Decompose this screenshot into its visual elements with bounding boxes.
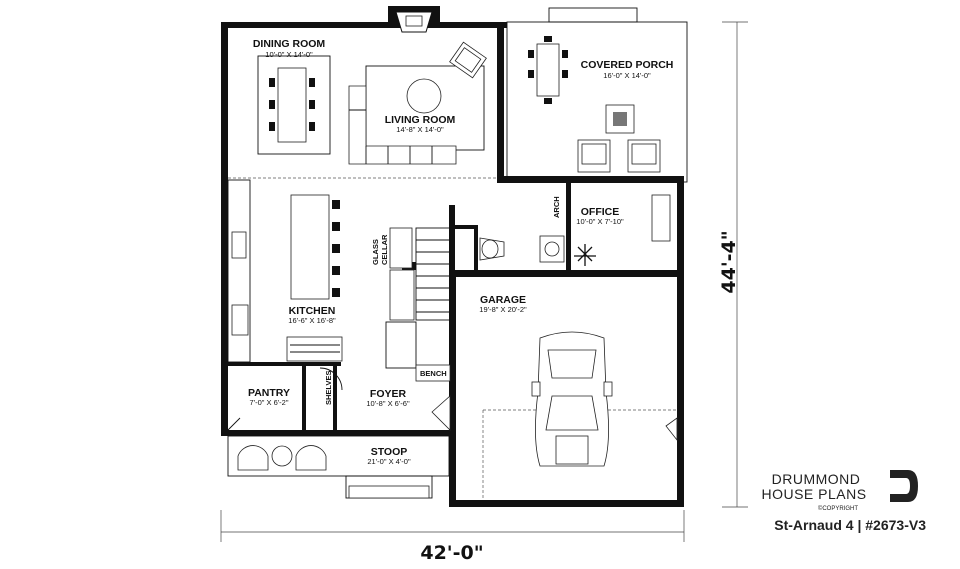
stoop-planters — [227, 435, 450, 499]
glass-label: GLASS — [371, 239, 380, 265]
foyer-dims: 10'-8" X 6'-6" — [366, 399, 410, 408]
office-desk — [574, 194, 671, 266]
dining-room-dims: 10'-0" X 14'-0" — [265, 50, 313, 59]
stoop-name: STOOP — [371, 446, 408, 458]
dining-room-name: DINING ROOM — [253, 38, 326, 50]
covered-porch-name: COVERED PORCH — [581, 59, 674, 71]
porch-furniture — [528, 36, 661, 173]
living-room-name: LIVING ROOM — [385, 114, 456, 126]
depth-dimension: 44'-4" — [718, 230, 740, 293]
exterior-walls — [221, 22, 684, 507]
garage-car — [531, 331, 613, 467]
garage-name: GARAGE — [480, 294, 526, 306]
brand-line-2: HOUSE PLANS — [761, 486, 866, 502]
kitchen-dims: 16'-6" X 16'-8" — [288, 316, 336, 325]
brand-line-1: DRUMMOND — [772, 471, 861, 487]
kitchen-fixtures — [227, 179, 343, 363]
brand-logo: DRUMMOND HOUSE PLANS ©COPYRIGHT St-Arnau… — [761, 470, 926, 533]
arch-label: ARCH — [552, 196, 561, 218]
bench-label: BENCH — [420, 369, 447, 378]
door-swings — [227, 367, 678, 442]
shelves-label: SHELVES — [324, 371, 333, 405]
fireplace — [388, 6, 440, 33]
kitchen-name: KITCHEN — [289, 305, 336, 317]
pantry-dims: 7'-0" X 6'-2" — [249, 398, 288, 407]
width-dimension: 42'-0" — [420, 542, 483, 564]
porch-top-beam — [548, 7, 638, 23]
plan-title: St-Arnaud 4 | #2673-V3 — [774, 517, 926, 533]
stoop-dims: 21'-0" X 4'-0" — [367, 457, 411, 466]
dining-table — [257, 55, 331, 155]
bench-box — [415, 364, 451, 382]
cellar-label: CELLAR — [380, 234, 389, 265]
living-room-dims: 14'-8" X 14'-0" — [396, 125, 444, 134]
dimension-lines — [220, 21, 748, 542]
garage-dims: 19'-8" X 20'-2" — [479, 305, 527, 314]
office-dims: 10'-0" X 7'-10" — [576, 217, 624, 226]
stairs — [385, 227, 451, 369]
powder-room — [479, 235, 565, 263]
covered-porch-dims: 16'-0" X 14'-0" — [603, 71, 651, 80]
foyer-name: FOYER — [370, 388, 407, 400]
living-room-furniture — [348, 41, 487, 165]
office-name: OFFICE — [581, 206, 620, 218]
brand-copyright: ©COPYRIGHT — [818, 505, 858, 512]
pantry-name: PANTRY — [248, 387, 290, 399]
